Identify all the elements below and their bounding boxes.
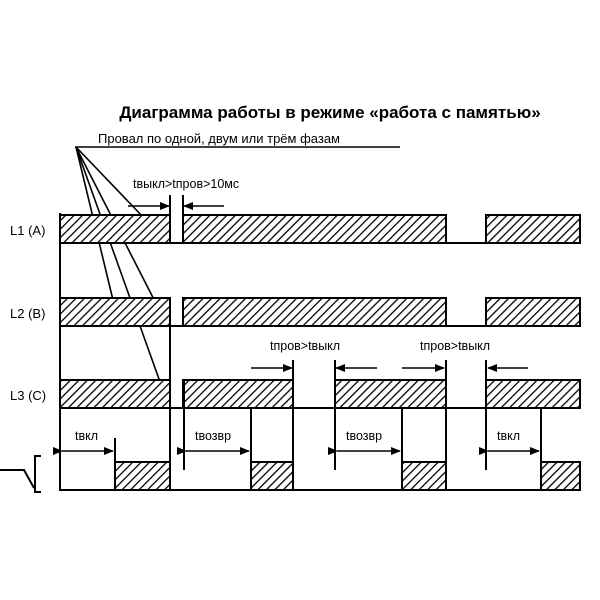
phase-l2-signal (59, 297, 581, 327)
t-on-label-1: tвкл (75, 429, 98, 443)
diagram-title: Диаграмма работы в режиме «работа с памя… (119, 103, 540, 122)
phase-label-l1: L1 (A) (10, 223, 45, 238)
relay-output-signal (60, 461, 581, 491)
phase-label-l3: L3 (C) (10, 388, 46, 403)
phase-label-l2: L2 (B) (10, 306, 45, 321)
t-on-label-2: tвкл (497, 429, 520, 443)
phase-l3-signal (59, 379, 581, 409)
relay-contact-icon (0, 455, 41, 493)
dropout-caption: Провал по одной, двум или трём фазам (98, 131, 340, 146)
t-return-label-1: tвозвр (195, 429, 231, 443)
dropout-condition-label: tвыкл>tпров>10мс (133, 177, 239, 191)
dropout-long-label-2: tпров>tвыкл (420, 339, 490, 353)
timing-markers (114, 300, 542, 490)
t-return-label-2: tвозвр (346, 429, 382, 443)
phase-l1-signal (59, 214, 581, 244)
dropout-long-label-1: tпров>tвыкл (270, 339, 340, 353)
